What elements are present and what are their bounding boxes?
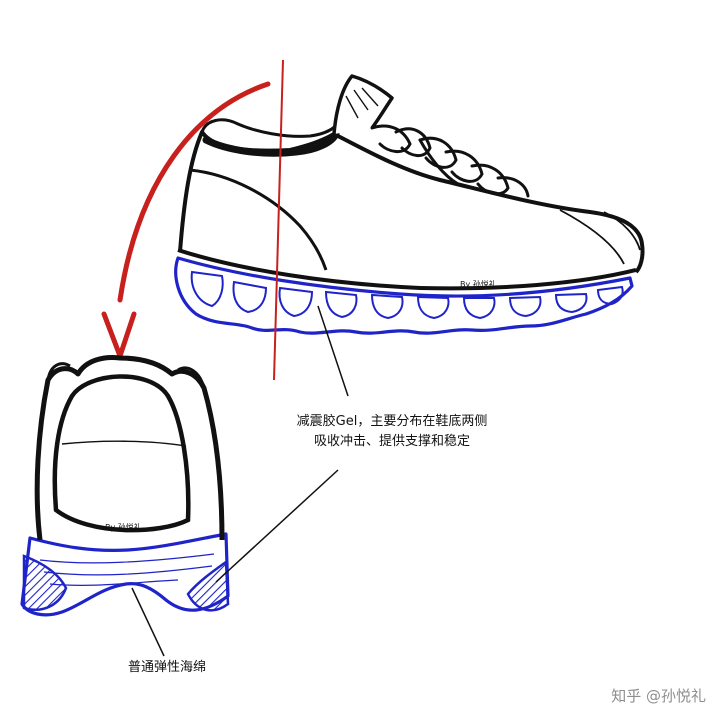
rear-upper-outline (34, 355, 225, 541)
foam-annotation: 普通弹性海绵 (128, 660, 207, 675)
rear-gel-left (22, 554, 68, 611)
red-cut-arrow (101, 59, 284, 381)
leader-lines (131, 305, 349, 657)
signature-rear: By 孙悦礼 (105, 523, 142, 532)
side-upper-outline (178, 130, 645, 274)
gel-annotation: 减震胶Gel，主要分布在鞋底两侧 吸收冲击、提供支撑和稳定 (262, 412, 522, 452)
rear-gel-right (186, 559, 230, 612)
side-view-shoe (174, 74, 645, 335)
watermark: 知乎 @孙悦礼 (611, 687, 706, 705)
rear-view-shoe (20, 355, 230, 617)
gel-annotation-line2: 吸收冲击、提供支撑和稳定 (313, 434, 470, 449)
gel-annotation-line1: 减震胶Gel，主要分布在鞋底两侧 (296, 414, 488, 429)
signature-side: By 孙悦礼 (460, 280, 497, 289)
